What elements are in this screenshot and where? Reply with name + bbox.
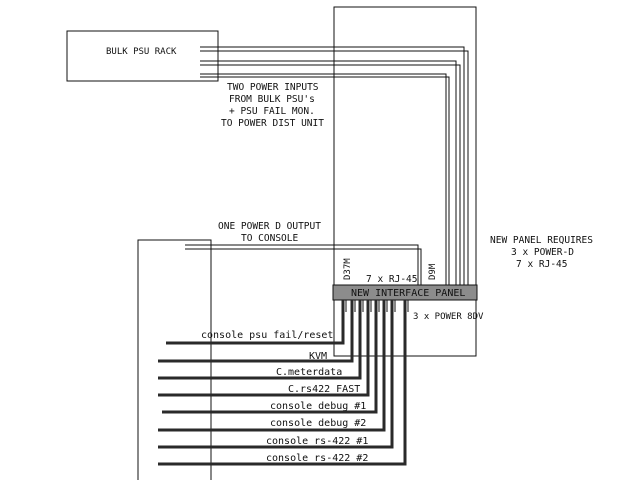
bulk-psu-rack-box [66, 30, 219, 82]
power-8dv-label: 3 x POWER 8DV [413, 312, 484, 322]
d37m-label: D37M [343, 258, 353, 280]
console-output-note: ONE POWER D OUTPUT TO CONSOLE [218, 221, 321, 244]
cable-line [158, 300, 370, 397]
svg-text:7 x RJ-45: 7 x RJ-45 [516, 259, 567, 270]
cable-label: C.rs422 FAST [288, 384, 360, 395]
cable-line [158, 300, 394, 449]
console-power-cable [185, 244, 422, 285]
svg-text:+ PSU FAIL MON.: + PSU FAIL MON. [229, 106, 315, 117]
panel-requirements-note: NEW PANEL REQUIRES 3 x POWER-D 7 x RJ-45 [490, 235, 593, 270]
cable-label: console debug #1 [270, 401, 366, 412]
cable-line [166, 300, 345, 345]
cable-line [162, 300, 378, 414]
cable-line [158, 300, 354, 363]
rj45-label: 7 x RJ-45 [366, 274, 417, 285]
power-inputs-note: TWO POWER INPUTS FROM BULK PSU's + PSU F… [221, 82, 324, 129]
cable-label: C.meterdata [276, 367, 342, 378]
bulk-psu-rack-label: BULK PSU RACK [106, 47, 177, 57]
cable-line [158, 300, 407, 466]
cable-label: console rs-422 #1 [266, 436, 368, 447]
svg-text:TWO POWER INPUTS: TWO POWER INPUTS [227, 82, 319, 93]
svg-text:NEW PANEL REQUIRES: NEW PANEL REQUIRES [490, 235, 593, 246]
svg-text:ONE POWER D OUTPUT: ONE POWER D OUTPUT [218, 221, 321, 232]
cable-line [158, 300, 362, 380]
console-cables [158, 300, 409, 466]
svg-text:3 x POWER-D: 3 x POWER-D [511, 247, 574, 258]
cable-label: console rs-422 #2 [266, 453, 368, 464]
svg-text:TO CONSOLE: TO CONSOLE [241, 233, 298, 244]
cable-label: console psu fail/reset [201, 330, 333, 341]
cable-label: console debug #2 [270, 418, 366, 429]
cable-label: KVM [309, 351, 327, 362]
svg-text:FROM BULK PSU's: FROM BULK PSU's [229, 94, 315, 105]
psu-power-cables [200, 46, 469, 285]
svg-text:TO POWER DIST UNIT: TO POWER DIST UNIT [221, 118, 324, 129]
interface-panel-label: NEW INTERFACE PANEL [351, 288, 465, 299]
cable-line [158, 300, 386, 432]
d9m-label: D9M [428, 263, 438, 280]
